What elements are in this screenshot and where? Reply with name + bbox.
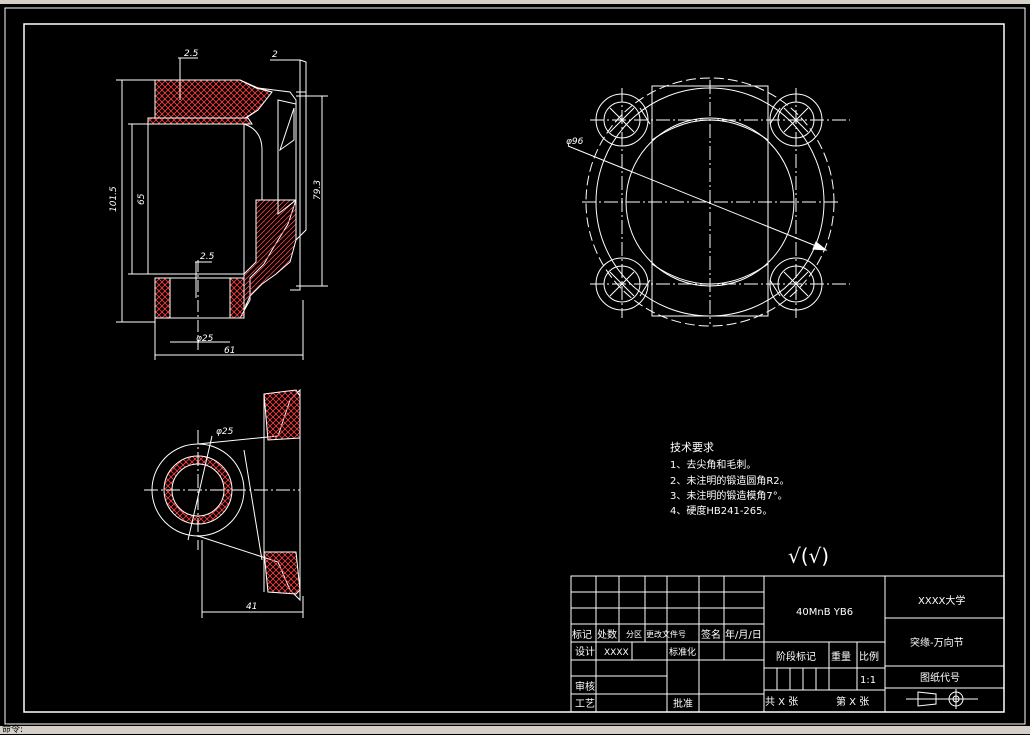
bottom-boss-section-right <box>229 277 245 319</box>
tb-header-zone: 分区 <box>626 630 642 639</box>
dim-text-101-5: 101.5 <box>109 186 119 212</box>
command-prompt-text: 命令: <box>2 725 24 735</box>
dim-text-79-3: 79.3 <box>313 180 323 200</box>
tb-scale-value: 1:1 <box>860 675 876 686</box>
tb-total-sheets: 共 X 张 <box>765 696 798 708</box>
tech-req-item: 2、未注明的锻造圆角R2。 <box>670 474 790 487</box>
window-top-bar <box>0 0 1030 4</box>
tb-header-date: 年/月/日 <box>725 628 762 641</box>
tech-req-item: 4、硬度HB241-265。 <box>670 504 773 517</box>
inner-frame <box>23 23 1005 713</box>
tb-standard: 标准化 <box>669 646 696 658</box>
dim-text-65: 65 <box>137 193 147 205</box>
command-status-bar: 命令: <box>0 725 1030 735</box>
tb-part-name: 突缘-万向节 <box>910 636 964 649</box>
tech-req-item: 3、未注明的锻造模角7°。 <box>670 489 788 502</box>
title-block <box>570 575 1005 713</box>
dim-text-2-right: 2 <box>272 50 278 60</box>
surface-roughness-symbol: √(√) <box>788 544 829 568</box>
tb-header-docno: 更改文件号 <box>646 629 686 639</box>
bottom-end-view[interactable] <box>144 388 304 618</box>
tb-sheet-no: 第 X 张 <box>836 695 869 708</box>
dim-text-2-5-top: 2.5 <box>184 49 199 59</box>
tb-weight: 重量 <box>831 650 851 663</box>
title-block-text: 标记 处数 分区 更改文件号 签名 年/月/日 设计 XXXX 标准化 审核 工… <box>572 594 965 710</box>
tb-approve: 批准 <box>673 697 693 710</box>
tb-design-name: XXXX <box>604 648 629 658</box>
tb-header-sign: 签名 <box>701 628 721 641</box>
flange-plate <box>290 59 301 291</box>
tb-scale: 比例 <box>859 650 879 663</box>
tb-header-count: 处数 <box>597 628 617 641</box>
dim-text-41: 41 <box>246 602 257 612</box>
tb-drawing-code: 图纸代号 <box>920 671 960 684</box>
dim-text-phi96: φ96 <box>566 137 584 147</box>
dim-phi25-leader <box>187 435 213 541</box>
tb-check: 审核 <box>575 680 595 693</box>
dim-text-2-5-mid: 2.5 <box>200 252 215 262</box>
projection-symbol-icon <box>906 689 978 709</box>
dim-text-phi25-bottom: φ25 <box>216 427 234 437</box>
inner-top-lip <box>147 117 253 125</box>
flange-pad-top <box>263 389 301 441</box>
tb-header-mark: 标记 <box>572 629 592 641</box>
tb-stage-mark: 阶段标记 <box>776 650 816 663</box>
tech-req-title: 技术要求 <box>670 441 714 454</box>
flange-top-view[interactable] <box>567 77 850 327</box>
front-section-view[interactable] <box>116 57 328 360</box>
flange-pad-bottom <box>263 551 301 595</box>
flange-solid-section <box>243 199 297 311</box>
technical-requirements: 技术要求 1、去尖角和毛刺。 2、未注明的锻造圆角R2。 3、未注明的锻造模角7… <box>670 441 790 517</box>
tb-material: 40MnB YB6 <box>796 607 853 618</box>
dim-phi96-leader <box>567 145 827 251</box>
inner-bore <box>147 123 245 275</box>
bottom-boss-section <box>154 277 171 319</box>
tb-design: 设计 <box>575 645 595 658</box>
tech-req-item: 1、去尖角和毛刺。 <box>670 458 756 471</box>
dim-text-61: 61 <box>224 346 235 356</box>
tb-process: 工艺 <box>575 698 595 710</box>
outer-frame <box>4 7 1026 725</box>
dim-text-phi25-front: φ25 <box>196 334 214 344</box>
tb-school: XXXX大学 <box>918 594 965 607</box>
